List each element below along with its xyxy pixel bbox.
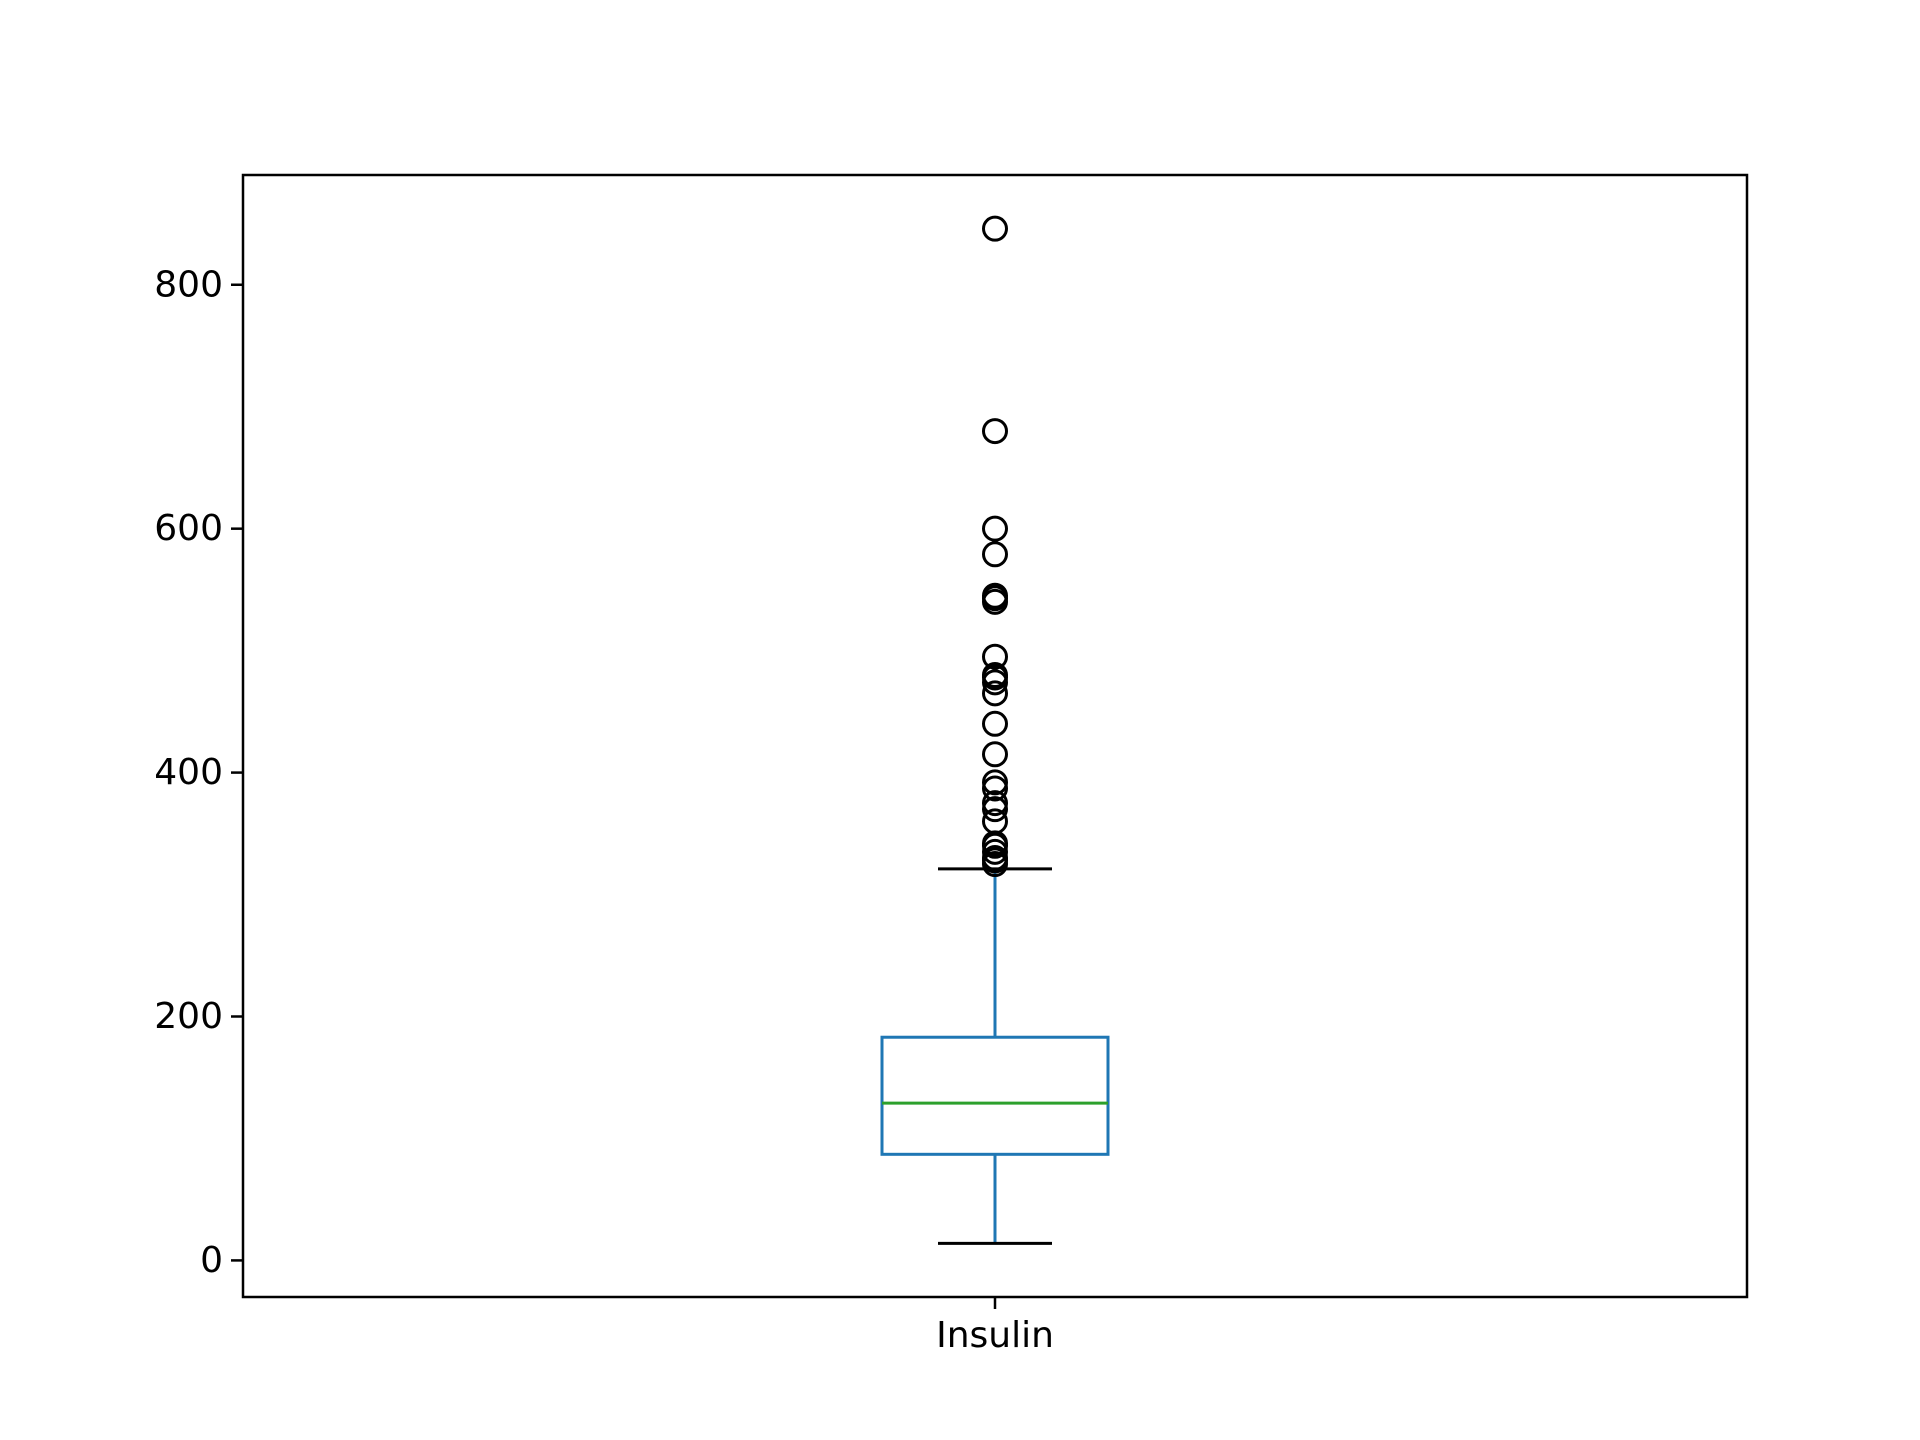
outlier-point [982, 838, 1008, 865]
box-plot-marks [880, 215, 1110, 1245]
y-tick-label: 400 [154, 752, 223, 793]
outlier-point [982, 710, 1008, 737]
y-axis: 0 200 400 600 800 [154, 264, 243, 1281]
outlier-point [982, 215, 1008, 242]
outlier-point [982, 844, 1008, 871]
iqr-box [880, 1035, 1110, 1156]
outlier-point [982, 796, 1008, 823]
y-tick-label: 0 [200, 1240, 223, 1281]
y-tick-label: 200 [154, 996, 223, 1037]
outlier-point [982, 741, 1008, 768]
outlier-point [982, 790, 1008, 817]
outlier-point [982, 541, 1008, 568]
outlier-point [982, 515, 1008, 542]
axes-frame [241, 173, 1749, 1299]
outlier-point [982, 769, 1008, 796]
outlier-point [982, 775, 1008, 802]
outlier-point [982, 662, 1008, 689]
y-tick-label: 800 [154, 264, 223, 305]
outlier-point [982, 808, 1008, 835]
outlier-point [982, 680, 1008, 707]
outlier-point [982, 643, 1008, 670]
x-tick-label: Insulin [936, 1315, 1054, 1356]
outlier-point [982, 418, 1008, 445]
outlier-point [982, 582, 1008, 609]
x-axis: Insulin [936, 1297, 1054, 1356]
y-tick-label: 600 [154, 508, 223, 549]
